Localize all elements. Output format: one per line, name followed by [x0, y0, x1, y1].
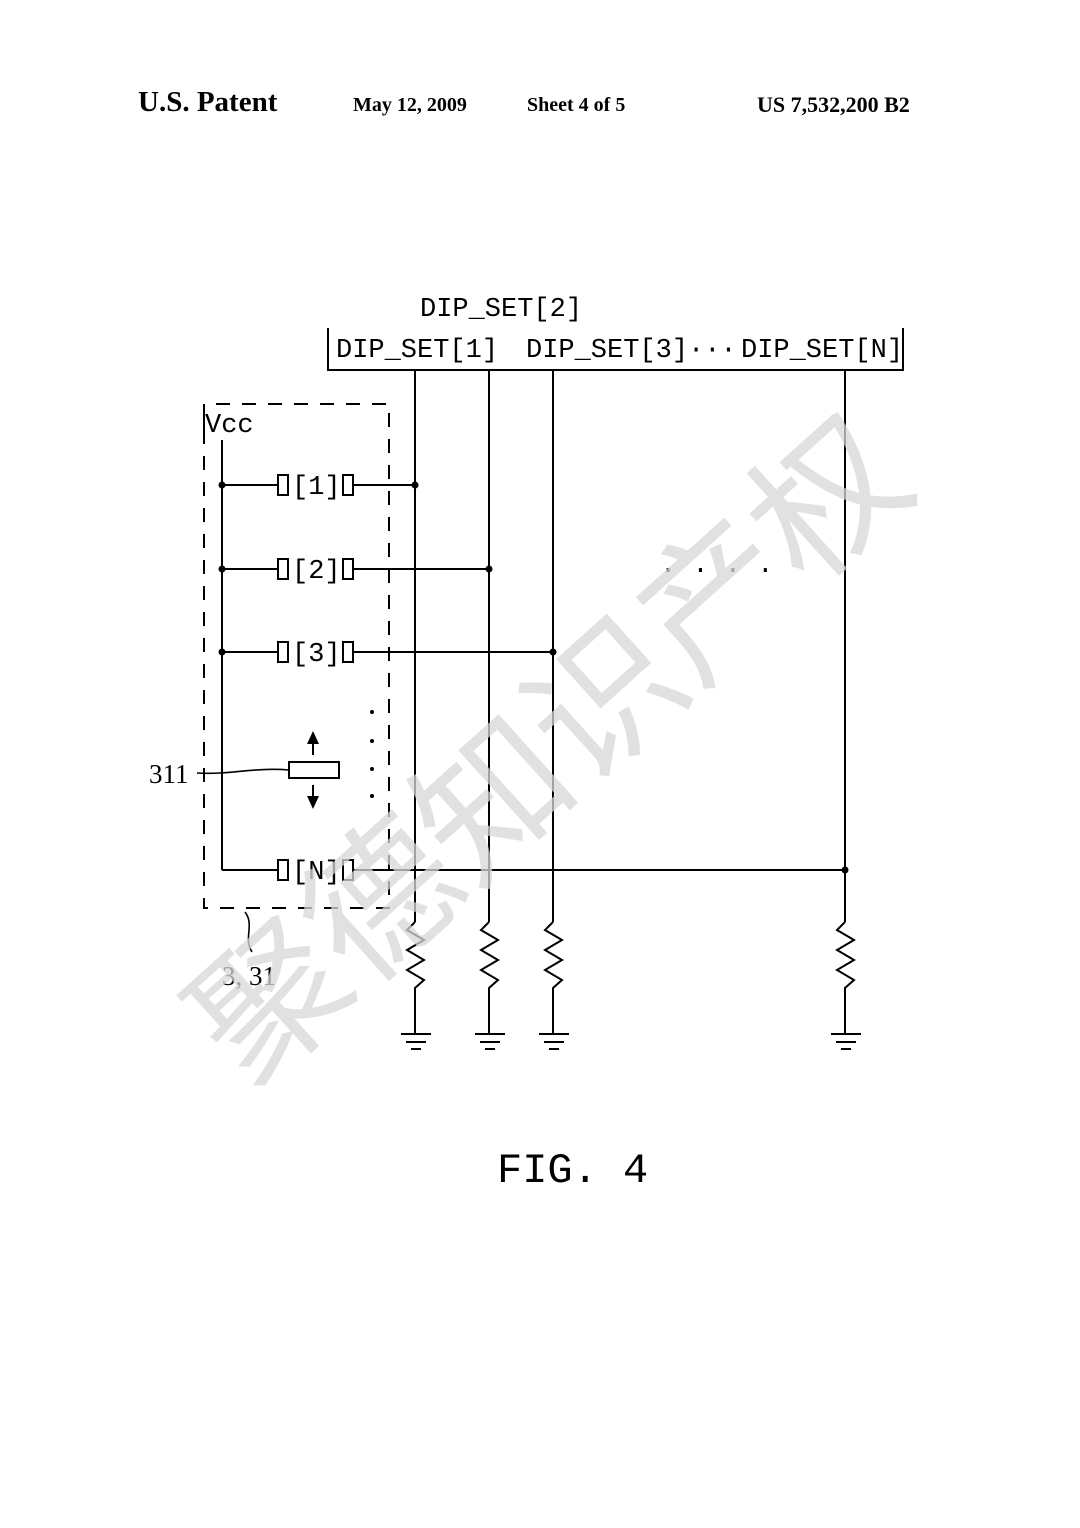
switch-label-n: [N]: [292, 858, 341, 888]
header-sheet: Sheet 4 of 5: [527, 94, 626, 116]
ground-2: [475, 1033, 505, 1050]
label-dip-set-3: DIP_SET[3]: [526, 336, 688, 366]
ground-n: [831, 1033, 861, 1050]
switch-row-2: [2]: [218, 557, 493, 587]
resistor-n: [835, 921, 856, 1034]
ground-3: [539, 1033, 569, 1050]
resistor-3: [543, 921, 564, 1034]
switch-row-n: [N]: [222, 858, 849, 888]
ref-label-311: 311: [149, 759, 189, 789]
header-left-title: U.S. Patent: [138, 86, 278, 118]
label-dip-set-1: DIP_SET[1]: [336, 336, 498, 366]
ref-label-3-31: 3, 31: [222, 961, 276, 991]
label-dip-set-n: DIP_SET[N]: [741, 336, 903, 366]
dashed-enclosure: [203, 403, 390, 909]
ref-leader-3-31: [244, 911, 253, 953]
figure-label: FIG. 4: [497, 1147, 648, 1195]
header-date: May 12, 2009: [353, 94, 467, 116]
resistor-1: [405, 921, 426, 1034]
switch-row-3: [3]: [218, 640, 557, 670]
switch-row-1: [1]: [218, 473, 419, 503]
label-vcc: Vcc: [205, 411, 254, 441]
switch-label-2: [2]: [292, 557, 341, 587]
switch-label-3: [3]: [292, 640, 341, 670]
ground-1: [401, 1033, 431, 1050]
vertical-dots: [370, 710, 374, 798]
header-patent-number: US 7,532,200 B2: [757, 92, 910, 117]
columns-ellipsis: . . . .: [660, 551, 773, 581]
watermark: 聚德知识产权: [158, 385, 943, 1117]
switch-label-1: [1]: [292, 473, 341, 503]
bus-bracket: [327, 328, 904, 371]
label-dip-set-2: DIP_SET[2]: [420, 295, 582, 325]
resistor-2: [479, 921, 500, 1034]
label-ellipsis: ···: [688, 336, 737, 366]
slide-switch-311: [196, 731, 340, 809]
